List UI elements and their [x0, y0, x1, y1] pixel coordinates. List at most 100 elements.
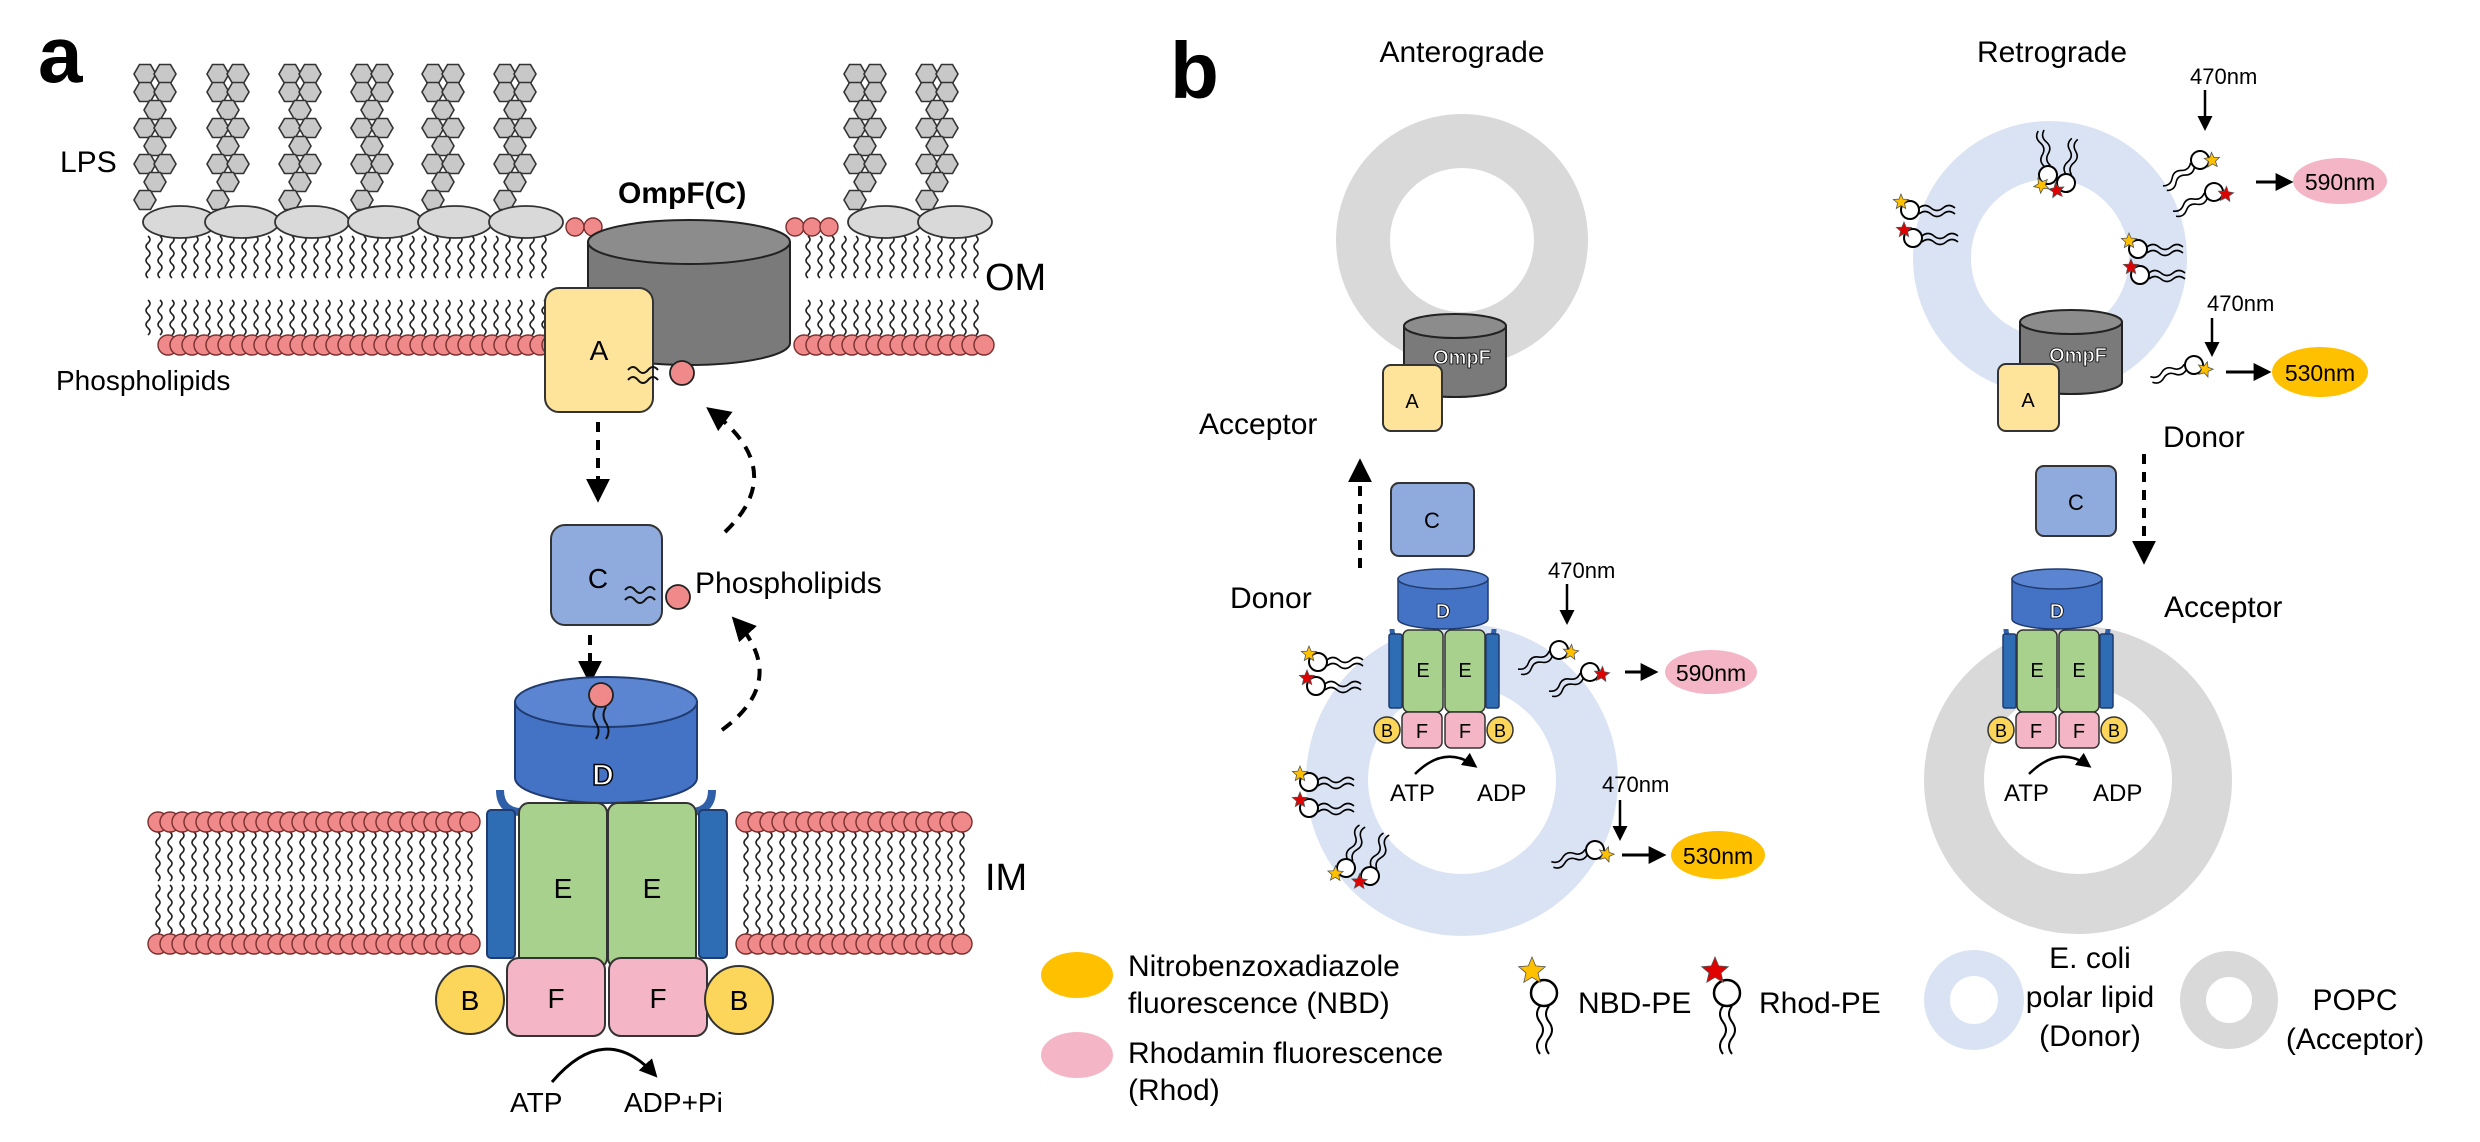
lipid-tail: [529, 299, 535, 336]
nbd-pe-probe: [1300, 644, 1364, 672]
lipid-tail: [229, 299, 235, 336]
lipid-tail: [973, 299, 979, 336]
lps-sugar-hexagon: [288, 171, 312, 193]
protein-e-label: E: [1458, 660, 1471, 682]
retrograde-470nm-2: 470nm: [2207, 291, 2274, 316]
probe-tail: [1326, 656, 1364, 670]
protein-b: [1987, 716, 2015, 744]
lipid-tail: [241, 235, 247, 279]
lps-sugar-hexagon: [216, 171, 240, 193]
lipid-tail: [407, 884, 413, 935]
probe-head: [1585, 840, 1605, 860]
lipid-tail: [815, 884, 821, 935]
lps-sugar-hexagon: [431, 171, 455, 193]
lps-sugar-hexagon: [143, 171, 167, 193]
probe-tail: [2146, 243, 2184, 257]
lps-sugar-hexagon: [133, 81, 157, 103]
lipid-tail: [203, 884, 209, 935]
lipid-tail: [445, 299, 451, 336]
lipid-tail: [265, 235, 271, 279]
lipid-tail: [205, 299, 211, 336]
probe-head: [2190, 150, 2210, 170]
lps-sugar-hexagon: [133, 153, 157, 175]
lipid-tail: [467, 831, 473, 882]
lipid-tail: [959, 884, 965, 935]
lps-sugar-hexagon: [298, 153, 322, 175]
legend-nbd-line1: Nitrobenzoxadiazole: [1128, 950, 1400, 983]
anterograde-adp: ADP: [1477, 780, 1526, 807]
lipid-tail: [949, 235, 955, 279]
lipid-tail: [935, 831, 941, 882]
protein-d-label: D: [1436, 601, 1450, 623]
rhod-star-icon: [2047, 181, 2065, 199]
lps-sugar-hexagon: [431, 99, 455, 121]
lps-sugar-hexagon: [493, 81, 517, 103]
probe-head: [1900, 200, 1920, 220]
probe-head: [1299, 798, 1319, 818]
lps-sugar-hexagon: [853, 171, 877, 193]
probe-head: [2128, 239, 2148, 259]
adp-label: ADP+Pi: [624, 1087, 723, 1118]
lps-sugar-hexagon: [226, 81, 250, 103]
om-phospholipid-heads: [157, 217, 995, 356]
lps-sugar-hexagon: [915, 153, 939, 175]
phospholipid-head: [951, 811, 973, 833]
lipid-tail: [923, 831, 929, 882]
lps-sugar-hexagon: [513, 81, 537, 103]
lps-sugar-hexagon: [863, 153, 887, 175]
rhod-pe-probe: [1548, 662, 1611, 698]
lps-sugar-hexagon: [421, 63, 445, 85]
atp-hydrolysis-arrow: [2028, 752, 2092, 775]
lps-sugar-hexagon: [278, 81, 302, 103]
lipid-tail: [949, 299, 955, 336]
lipid-tail: [779, 831, 785, 882]
lipid-tail: [265, 299, 271, 336]
lipid-tail: [371, 884, 377, 935]
lps-sugar-hexagon: [853, 99, 877, 121]
lipid-tail: [839, 884, 845, 935]
lipid-tail: [827, 831, 833, 882]
lipid-tail: [397, 235, 403, 279]
legend-nbd-pe-icon: [1517, 955, 1559, 1055]
lipid-tail: [421, 299, 427, 336]
lipid-tail: [193, 235, 199, 279]
lps-sugar-hexagon: [863, 63, 887, 85]
protein-e-helix: [1388, 633, 1403, 709]
lipid-tail: [349, 235, 355, 279]
lipid-tail: [299, 831, 305, 882]
lipid-tail: [791, 884, 797, 935]
lipid-tail: [865, 299, 871, 336]
lipid-tail: [791, 831, 797, 882]
lipid-tail: [889, 235, 895, 279]
lipid-tail: [335, 884, 341, 935]
panel-b-letter: b: [1170, 26, 1219, 115]
legend-rhod-pe-icon: [1700, 955, 1742, 1055]
lipid-tail: [181, 235, 187, 279]
lps-sugar-hexagon: [935, 117, 959, 139]
arrow-c-to-a: [706, 407, 757, 534]
legend-donor-line2: polar lipid: [2026, 981, 2154, 1014]
lps-sugar-hexagon: [143, 99, 167, 121]
anterograde-atp: ATP: [1390, 780, 1435, 807]
lps-sugar-hexagon: [915, 81, 939, 103]
probe-tail: [1517, 650, 1553, 676]
retrograde-protein-a: A: [1997, 363, 2060, 432]
lps-sugar-hexagon: [350, 81, 374, 103]
phospholipid-head: [459, 933, 481, 955]
lps-sugar-hexagon: [421, 117, 445, 139]
lipid-tail: [287, 884, 293, 935]
lipid-tail: [455, 884, 461, 935]
phospholipids-label-om: Phospholipids: [56, 365, 230, 396]
lps-sugar-hexagon: [915, 117, 939, 139]
lipid-tail: [383, 831, 389, 882]
lipid-tail: [863, 831, 869, 882]
lipid-tail: [157, 235, 163, 279]
lipid-tail: [481, 235, 487, 279]
lps-sugar-hexagon: [153, 81, 177, 103]
rhod-pe-probe: [1291, 790, 1355, 818]
lps-sugar-hexagon: [441, 117, 465, 139]
lipid-tail: [263, 831, 269, 882]
legend-rhod-line1: Rhodamin fluorescence: [1128, 1037, 1443, 1070]
